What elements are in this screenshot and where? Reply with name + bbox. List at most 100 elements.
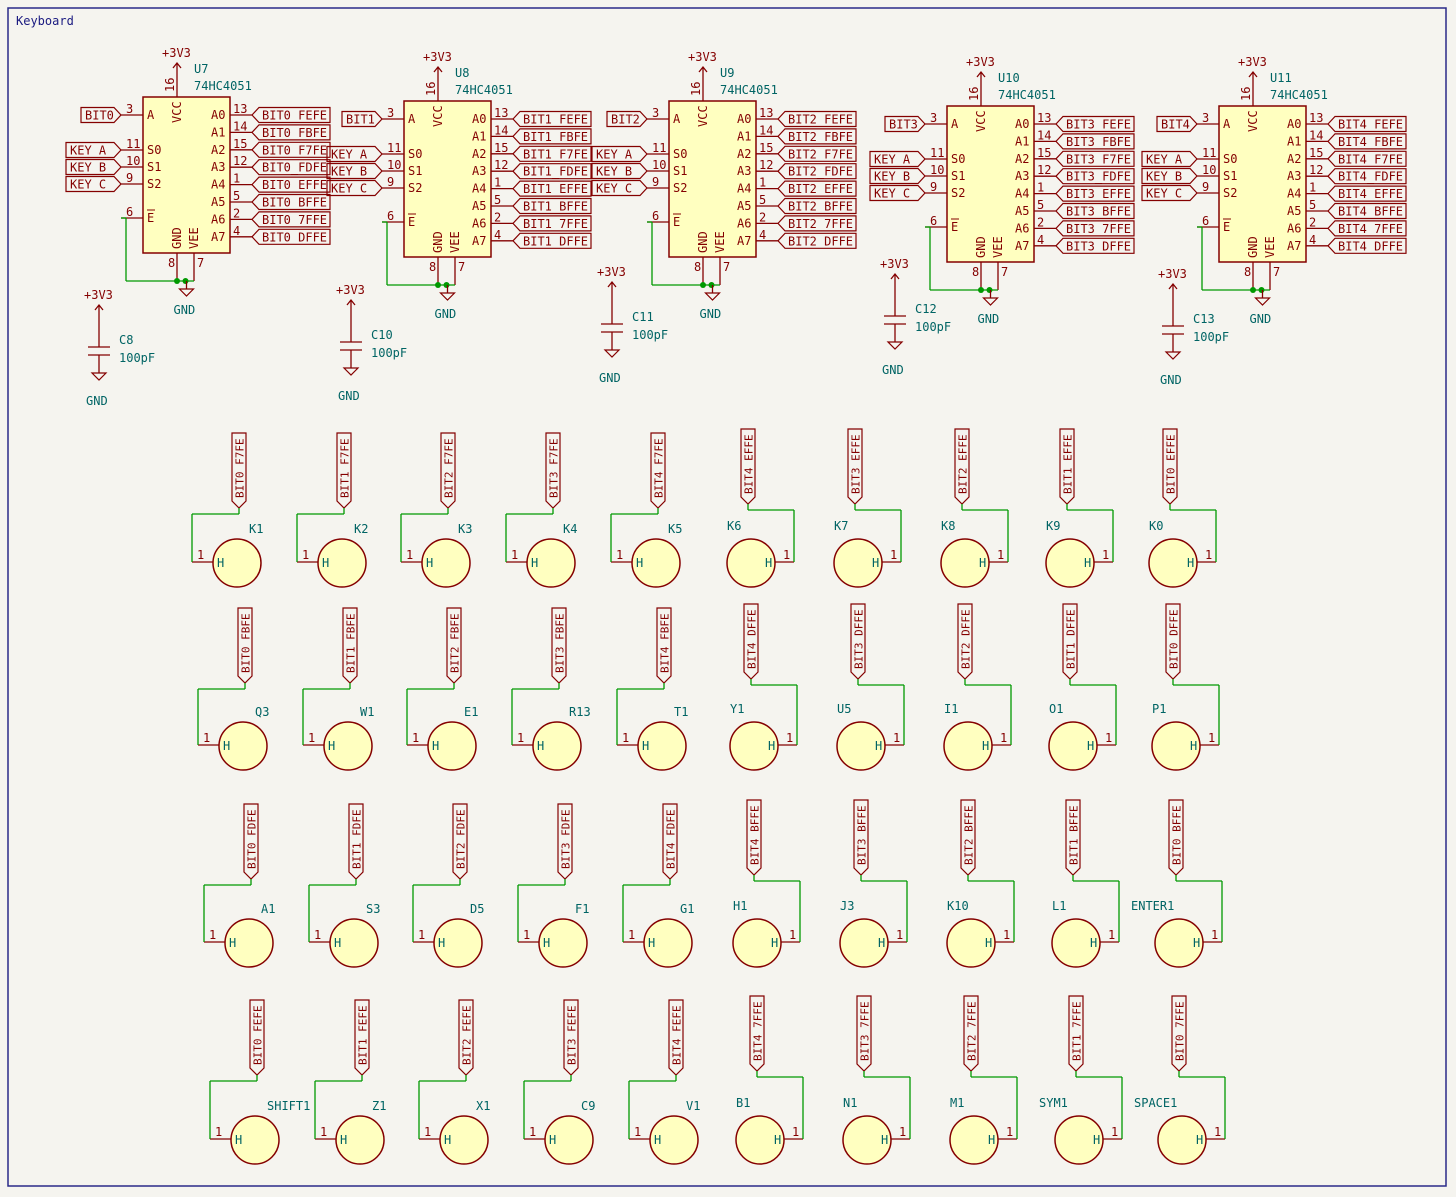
output-pin-label: A5 xyxy=(211,195,225,209)
vcc-label-arrow xyxy=(698,65,708,73)
output-net-label-shape xyxy=(512,163,592,180)
input-net-label-shape xyxy=(341,110,383,128)
key-switch-body xyxy=(949,1115,999,1165)
cap-gnd-triangle xyxy=(90,372,108,381)
output-pin-num: 5 xyxy=(494,193,501,207)
output-pin-label: A2 xyxy=(472,147,486,161)
key-net-label: BIT2_7FFE xyxy=(966,1001,979,1061)
key-pin-num: 1 xyxy=(511,548,518,562)
output-net-label: BIT0_FDFE xyxy=(262,161,327,175)
input-pin-label: A xyxy=(673,112,681,126)
key-net-label-shape xyxy=(1171,995,1187,1072)
output-net-label: BIT3_7FFE xyxy=(1066,222,1131,236)
key-pin-label: H xyxy=(543,936,550,950)
vcc-label-arrow xyxy=(172,61,182,69)
output-net-label-shape xyxy=(1055,185,1135,202)
key-switch-body xyxy=(631,538,681,588)
key-ref: K8 xyxy=(941,519,955,533)
output-pin-label: A6 xyxy=(472,216,486,230)
vee-pin-num: 7 xyxy=(1001,265,1008,279)
key-select-net-label-shape xyxy=(1141,167,1198,185)
input-net-label-shape xyxy=(884,115,926,133)
gnd-pin-num: 8 xyxy=(429,260,436,274)
key-net-label-shape xyxy=(1062,603,1078,680)
key-pin-num: 1 xyxy=(899,1125,906,1139)
input-net-label-shape xyxy=(1156,115,1198,133)
output-net-label: BIT1_FEFE xyxy=(523,113,588,127)
mux-ref: U9 xyxy=(720,66,734,80)
output-net-label: BIT1_7FFE xyxy=(523,217,588,231)
output-net-label: BIT0_DFFE xyxy=(262,230,327,244)
cap-gnd-triangle xyxy=(342,367,360,376)
input-net-label-shape xyxy=(606,110,648,128)
output-pin-num: 12 xyxy=(1037,163,1051,177)
key-net-label-shape xyxy=(650,432,666,509)
mux-value: 74HC4051 xyxy=(194,79,252,93)
output-net-label: BIT4_F7FE xyxy=(1338,152,1403,166)
key-net-label: BIT1_DFFE xyxy=(1065,609,1078,669)
key-ref: A1 xyxy=(261,902,275,916)
output-net-label-shape xyxy=(1327,168,1407,185)
output-pin-label: A1 xyxy=(1287,134,1301,148)
key-net-label-shape xyxy=(1059,428,1075,505)
output-pin-label: A1 xyxy=(1015,134,1029,148)
gnd-label: GND xyxy=(435,307,457,321)
input-pin-label: E xyxy=(408,215,415,229)
vcc-pin-label: VCC xyxy=(170,101,184,123)
junction-dot xyxy=(1258,287,1265,293)
key-net-label: BIT4_EFFE xyxy=(743,434,756,494)
key-net-label-shape xyxy=(440,432,456,509)
input-net-label: BIT2 xyxy=(611,113,640,127)
gnd-label-triangle xyxy=(178,288,195,297)
output-pin-label: A2 xyxy=(211,143,225,157)
key-ref: T1 xyxy=(674,705,688,719)
input-pin-num: 11 xyxy=(652,141,666,155)
key-pin-num: 1 xyxy=(1000,731,1007,745)
key-ref: F1 xyxy=(575,902,589,916)
key-ref: K3 xyxy=(458,522,472,536)
key-pin-label: H xyxy=(334,936,341,950)
gnd-pin-label: GND xyxy=(974,236,988,258)
output-net-label-shape xyxy=(1327,185,1407,202)
key-net-label-shape xyxy=(1068,995,1084,1072)
output-net-label: BIT4_FEFE xyxy=(1338,118,1403,132)
key-switch-body xyxy=(732,918,782,968)
key-net-label-shape xyxy=(963,995,979,1072)
key-ref: B1 xyxy=(736,1096,750,1110)
gnd-label: GND xyxy=(700,307,722,321)
key-select-net-label: KEY_B xyxy=(596,165,632,179)
key-net-label: BIT3_BFFE xyxy=(856,805,869,865)
key-pin-num: 1 xyxy=(896,928,903,942)
key-net-label-shape xyxy=(452,803,468,880)
key-pin-label: H xyxy=(1093,1133,1100,1147)
key-ref: SHIFT1 xyxy=(267,1099,310,1113)
key-ref: J3 xyxy=(840,899,854,913)
key-pin-label: H xyxy=(982,739,989,753)
output-pin-label: A5 xyxy=(737,199,751,213)
key-select-net-label: KEY_C xyxy=(874,187,910,201)
key-net-label-shape xyxy=(563,999,579,1076)
input-pin-label: S2 xyxy=(147,177,161,191)
output-net-label-shape xyxy=(1055,237,1135,254)
key-pin-num: 1 xyxy=(529,1125,536,1139)
output-pin-num: 5 xyxy=(759,193,766,207)
cap-gnd-label: GND xyxy=(599,371,621,385)
cap-vcc-label-arrow xyxy=(346,298,356,306)
key-pin-num: 1 xyxy=(1211,928,1218,942)
output-pin-label: A5 xyxy=(1287,204,1301,218)
key-pin-num: 1 xyxy=(786,731,793,745)
cap-ref: C13 xyxy=(1193,312,1215,326)
gnd-pin-label: GND xyxy=(170,227,184,249)
output-net-label: BIT0_F7FE xyxy=(262,143,327,157)
key-net-label-shape xyxy=(656,607,672,684)
key-ref: K0 xyxy=(1149,519,1163,533)
key-pin-label: H xyxy=(549,1133,556,1147)
output-net-label: BIT0_BFFE xyxy=(262,196,327,210)
key-net-label: BIT1_FEFE xyxy=(357,1005,370,1065)
output-pin-num: 13 xyxy=(759,106,773,120)
